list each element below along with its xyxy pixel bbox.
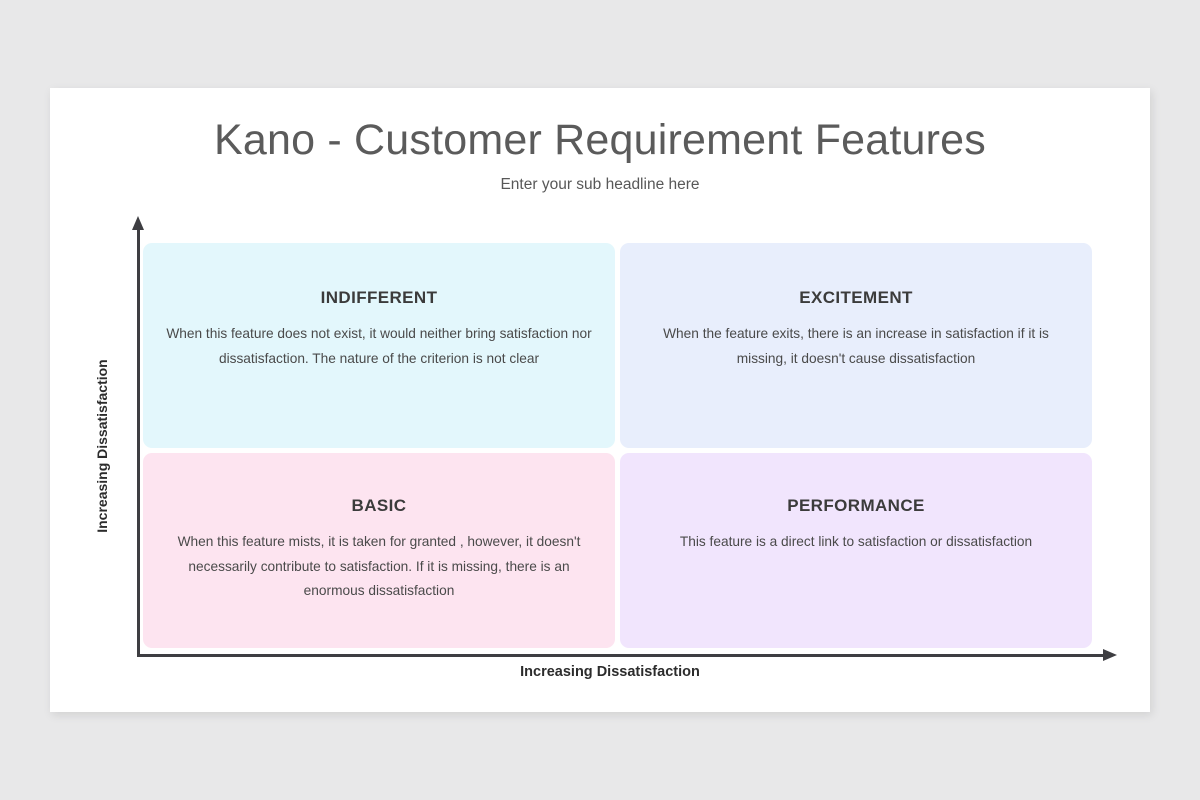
- quadrant-title: INDIFFERENT: [320, 288, 438, 307]
- quadrant-title: EXCITEMENT: [799, 288, 913, 307]
- y-axis-label: Increasing Dissatisfaction: [94, 359, 110, 533]
- page-title: Kano - Customer Requirement Features: [214, 116, 986, 164]
- y-axis-arrow-icon: [132, 216, 144, 230]
- x-axis-label: Increasing Dissatisfaction: [520, 664, 700, 680]
- quadrant-title: BASIC: [351, 496, 407, 515]
- quadrant-description: When the feature exits, there is an incr…: [663, 326, 1049, 366]
- quadrant-excitement[interactable]: EXCITEMENT When the feature exits, there…: [620, 243, 1092, 448]
- x-axis-line: [137, 654, 1105, 657]
- kano-matrix-chart: Increasing Dissatisfaction Increasing Di…: [50, 88, 1150, 712]
- x-axis-arrow-icon: [1103, 649, 1117, 661]
- quadrant-description: When this feature does not exist, it wou…: [166, 326, 592, 366]
- quadrant-title: PERFORMANCE: [787, 496, 925, 515]
- page-subtitle: Enter your sub headline here: [500, 176, 700, 193]
- quadrant-indifferent[interactable]: INDIFFERENT When this feature does not e…: [143, 243, 615, 448]
- quadrant-basic[interactable]: BASIC When this feature mists, it is tak…: [143, 453, 615, 648]
- quadrant-description: When this feature mists, it is taken for…: [177, 534, 581, 598]
- y-axis-line: [137, 228, 140, 656]
- quadrant-description: This feature is a direct link to satisfa…: [679, 534, 1033, 549]
- quadrant-performance[interactable]: PERFORMANCE This feature is a direct lin…: [620, 453, 1092, 648]
- slide-card: Kano - Customer Requirement Features Ent…: [50, 88, 1150, 712]
